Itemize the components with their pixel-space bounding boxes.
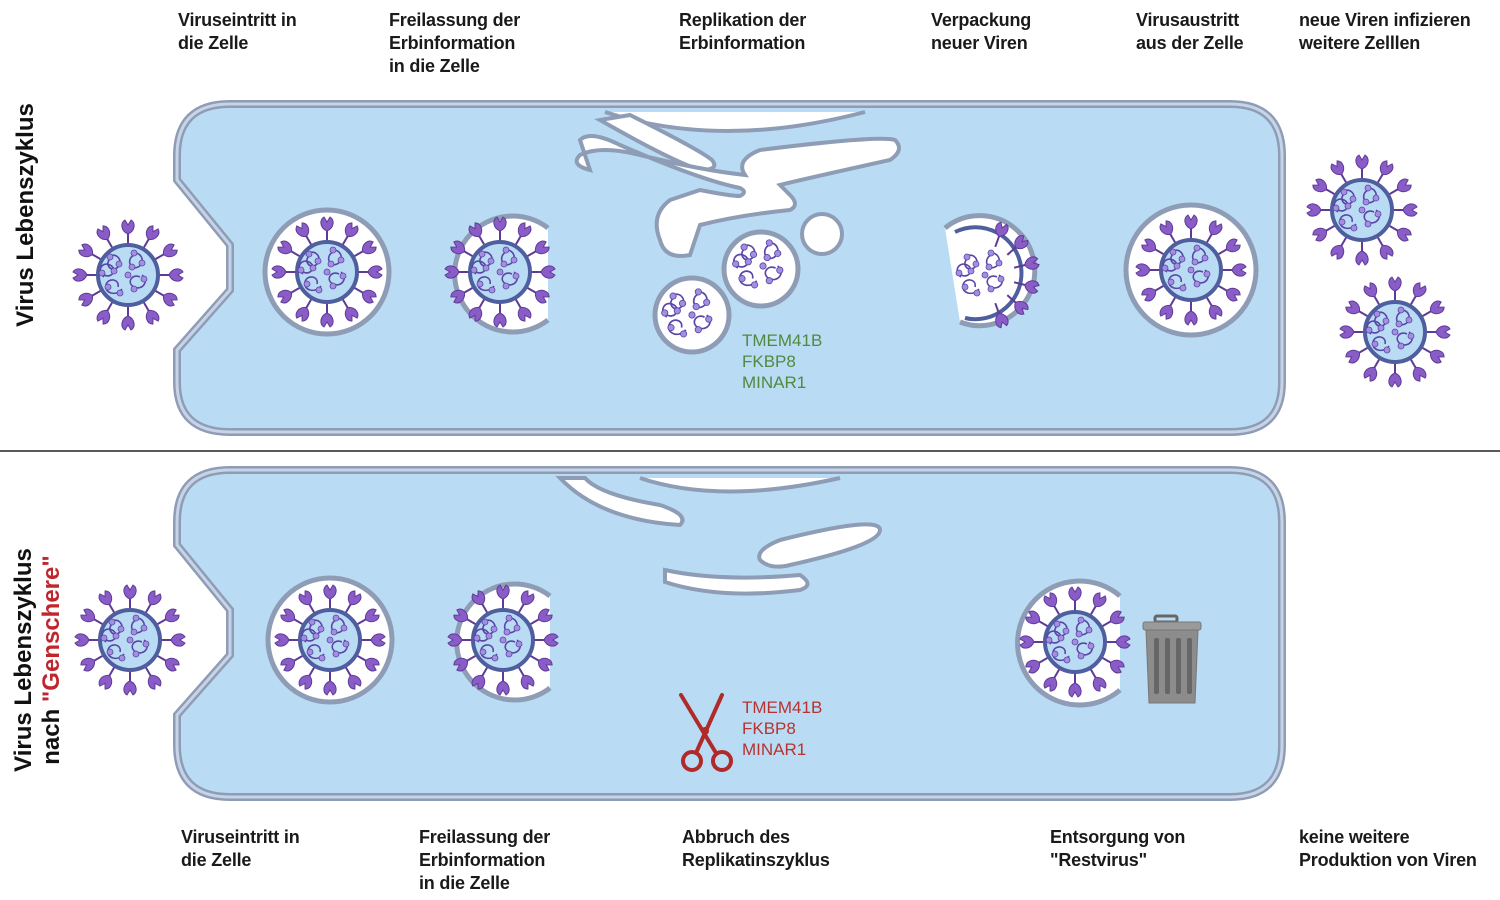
row-label-top: Virus Lebenszyklus xyxy=(12,85,40,345)
gene-list-top: TMEM41B FKBP8 MINAR1 xyxy=(742,330,822,393)
spike-protein-icon xyxy=(1354,154,1370,181)
row-label-bottom-line1: Virus Lebenszyklus xyxy=(10,548,37,772)
spike-protein-icon xyxy=(1306,202,1333,218)
host-cell-bottom xyxy=(173,466,1286,801)
virus-icon xyxy=(1045,612,1105,672)
endoplasmic-reticulum-bottom xyxy=(555,476,883,596)
spike-protein-icon xyxy=(159,632,186,648)
spike-protein-icon xyxy=(1339,324,1366,340)
spike-protein-icon xyxy=(1391,202,1418,218)
row-label-top-text: Virus Lebenszyklus xyxy=(12,103,39,327)
spike-protein-icon xyxy=(1387,361,1403,388)
gene-top-1: TMEM41B xyxy=(742,331,823,350)
virus-icon xyxy=(1365,302,1425,362)
virus-outside-bottom xyxy=(74,584,186,696)
row-label-bottom-highlight: "Genschere" xyxy=(38,555,65,703)
virus-outside-top xyxy=(72,219,184,331)
spike-protein-icon xyxy=(72,267,99,283)
virus-icon xyxy=(470,242,530,302)
scissors-icon xyxy=(679,693,733,772)
virus-icon xyxy=(100,610,160,670)
virus-new-1 xyxy=(1306,154,1418,266)
virus-icon xyxy=(1161,240,1221,300)
spike-protein-icon xyxy=(122,669,138,696)
bottom-step-4: Entsorgung von"Restvirus" xyxy=(1050,827,1186,870)
spike-protein-icon xyxy=(1354,239,1370,266)
virus-icon xyxy=(1332,180,1392,240)
virus-new-2 xyxy=(1339,276,1451,388)
gene-bottom-2: FKBP8 xyxy=(742,719,796,738)
virus-icon xyxy=(300,610,360,670)
spike-protein-icon xyxy=(120,304,136,331)
gene-bottom-3: MINAR1 xyxy=(742,740,807,759)
row-label-bottom: Virus Lebenszyklus nach "Genschere" xyxy=(10,520,66,800)
spike-protein-icon xyxy=(157,267,184,283)
virus-icon xyxy=(473,610,533,670)
vesicle-replication-2 xyxy=(652,275,732,355)
row-label-bottom-prefix: nach xyxy=(38,702,65,765)
spike-protein-icon xyxy=(1387,276,1403,303)
gene-list-bottom: TMEM41B FKBP8 MINAR1 xyxy=(742,697,822,760)
endoplasmic-reticulum-top xyxy=(574,110,901,258)
virus-icon xyxy=(297,242,357,302)
spike-protein-icon xyxy=(74,632,101,648)
virus-icon xyxy=(98,245,158,305)
spike-protein-icon xyxy=(120,219,136,246)
gene-top-2: FKBP8 xyxy=(742,352,796,371)
gene-bottom-1: TMEM41B xyxy=(742,698,823,717)
vesicle-replication-1 xyxy=(721,229,801,309)
spike-protein-icon xyxy=(1424,324,1451,340)
gene-top-3: MINAR1 xyxy=(742,373,807,392)
trash-can-icon xyxy=(1142,614,1202,704)
spike-protein-icon xyxy=(122,584,138,611)
